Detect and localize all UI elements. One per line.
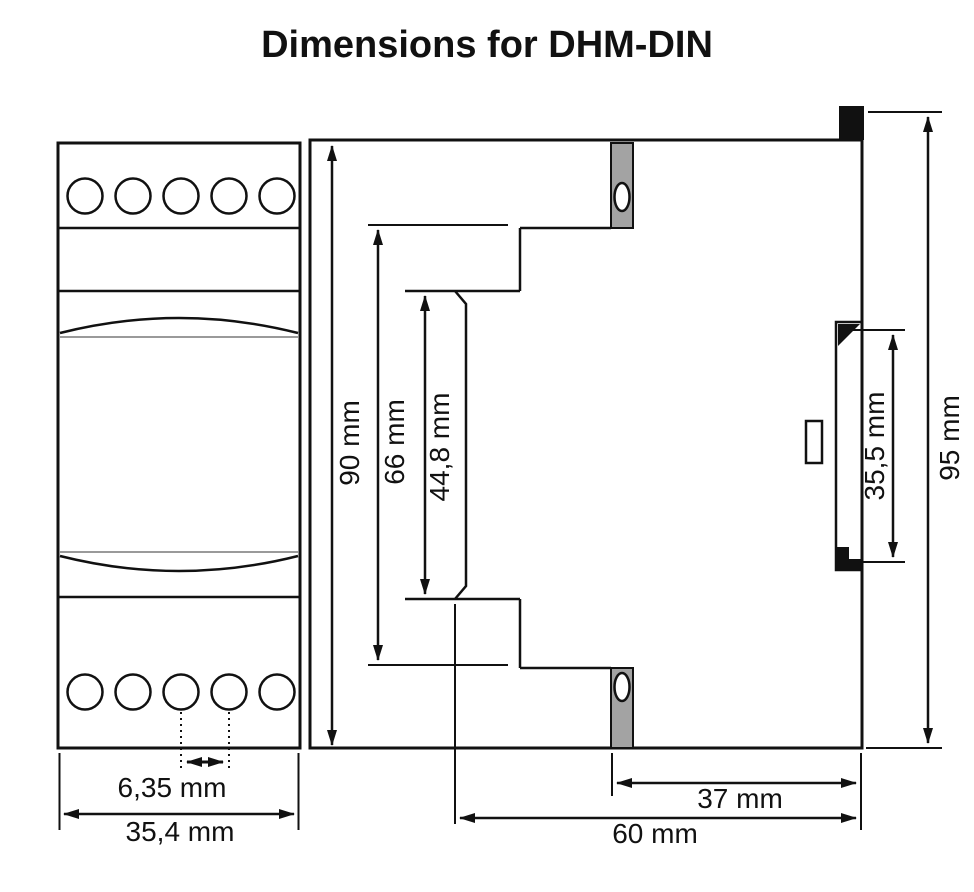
dim-module-width-label: 35,4 mm [126, 816, 235, 847]
seam-screw-bottom [613, 671, 631, 703]
terminal-screw [210, 673, 248, 711]
terminal-screw [66, 673, 104, 711]
terminal-screw [114, 177, 152, 215]
terminal-screw [258, 177, 296, 215]
front-cover-top-arc [59, 316, 299, 335]
terminal-screw [210, 177, 248, 215]
dim-rail-recess-height-label: 35,5 mm [859, 392, 890, 501]
dim-overall-height-label: 90 mm [334, 400, 365, 486]
dim-total-height: 95 mm [866, 111, 965, 749]
dim-rail-recess-height: 35,5 mm [850, 329, 905, 563]
terminal-screw [258, 673, 296, 711]
rail-recess-bottom-hook [836, 547, 861, 570]
terminal-screws-bottom [66, 673, 296, 711]
front-cover-bottom-arc [59, 554, 299, 573]
terminal-screw [162, 177, 200, 215]
dim-overall-height: 90 mm [327, 145, 365, 746]
dim-housing-height: 66 mm [368, 224, 508, 666]
dim-total-height-label: 95 mm [934, 395, 965, 481]
seam-screw-top [613, 181, 631, 213]
dim-terminal-pitch: 6,35 mm [118, 712, 230, 803]
terminal-screw [162, 673, 200, 711]
dim-rear-depth-label: 37 mm [697, 783, 783, 814]
profile-front-face [454, 290, 468, 600]
dim-terminal-pitch-label: 6,35 mm [118, 772, 227, 803]
front-view-outline [56, 141, 302, 750]
dim-front-panel-height: 44,8 mm [420, 295, 455, 595]
release-slot [804, 419, 824, 465]
dim-total-depth: 60 mm [454, 604, 857, 849]
terminal-screw [114, 673, 152, 711]
rail-recess-top-wedge [838, 324, 860, 346]
terminal-screw [66, 177, 104, 215]
dim-housing-height-label: 66 mm [379, 399, 410, 485]
dimensions: 90 mm 66 mm 44,8 mm 35,5 mm 95 mm [58, 111, 965, 849]
page-title: Dimensions for DHM-DIN [261, 24, 713, 66]
side-view-outline [308, 138, 864, 750]
dim-module-width: 35,4 mm [58, 753, 300, 847]
front-view [56, 141, 302, 750]
side-view [308, 106, 864, 750]
top-clip [839, 106, 864, 140]
dim-front-panel-height-label: 44,8 mm [424, 393, 455, 502]
terminal-screws-top [66, 177, 296, 215]
dim-rear-depth: 37 mm [611, 753, 862, 830]
dim-total-depth-label: 60 mm [612, 818, 698, 849]
